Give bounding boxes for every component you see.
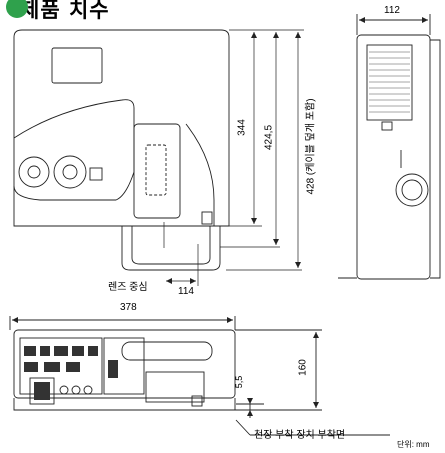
page-title: 제품 치수 bbox=[6, 0, 110, 24]
title-text: 제품 치수 bbox=[20, 0, 110, 22]
unit-label: 단위: mm bbox=[397, 440, 430, 449]
front-port-details bbox=[24, 346, 118, 400]
ceiling-mount-label: 천장 부착 장치 부착면 bbox=[254, 430, 346, 441]
foot-height-label: 5,5 bbox=[234, 375, 244, 389]
title-bullet-icon bbox=[6, 0, 28, 18]
side-view-projector bbox=[338, 14, 441, 280]
lens-center-label: 렌즈 중심 bbox=[108, 282, 148, 293]
front-view-projector bbox=[9, 316, 390, 436]
top-view-projector bbox=[13, 29, 230, 271]
side-width-label: 112 bbox=[384, 5, 400, 16]
height-344-label: 344 bbox=[236, 119, 248, 136]
front-width-label: 378 bbox=[120, 302, 137, 313]
lens-offset-label: 114 bbox=[178, 286, 194, 297]
height-424-label: 424,5 bbox=[263, 124, 275, 151]
height-428-label: 428 (케이블 덮개 포함) bbox=[305, 98, 317, 195]
front-height-label: 160 bbox=[297, 359, 309, 376]
